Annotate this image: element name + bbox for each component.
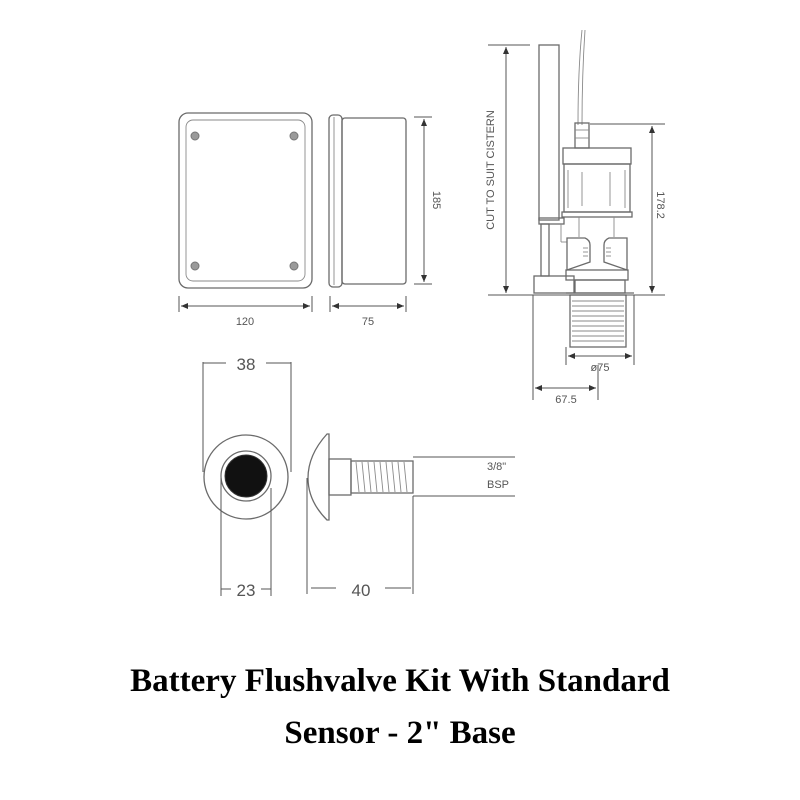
base-diameter-dimension: ø75 bbox=[565, 295, 635, 374]
control-box-depth-label: 75 bbox=[362, 316, 374, 328]
control-box-side-view bbox=[328, 114, 407, 288]
control-box-width-label: 120 bbox=[236, 316, 254, 328]
sensor-inner-diameter-label: 23 bbox=[237, 581, 256, 600]
sensor-outer-diameter-dimension: 38 bbox=[202, 355, 292, 472]
sensor-side-view: 3/8" BSP bbox=[307, 433, 515, 521]
flush-valve-drawing bbox=[488, 29, 665, 348]
flush-valve-height-label: 178.2 bbox=[654, 191, 666, 219]
control-box-front-view bbox=[178, 112, 313, 289]
product-title-line-1: Battery Flushvalve Kit With Standard bbox=[130, 663, 670, 699]
cut-to-suit-dimension: CUT TO SUIT CISTERN bbox=[485, 44, 530, 293]
offset-label: 67.5 bbox=[555, 394, 576, 406]
thread-size-label: 3/8" bbox=[487, 461, 506, 473]
cut-to-suit-label: CUT TO SUIT CISTERN bbox=[485, 110, 497, 230]
sensor-outer-diameter-label: 38 bbox=[237, 355, 256, 374]
control-box-height-label: 185 bbox=[430, 191, 442, 209]
sensor-front-view bbox=[203, 434, 289, 520]
control-box-width-dimension: 120 bbox=[178, 296, 313, 328]
sensor-length-label: 40 bbox=[352, 581, 371, 600]
thread-type-label: BSP bbox=[487, 479, 509, 491]
control-box-height-dimension: 185 bbox=[414, 116, 442, 285]
sensor-inner-diameter-dimension: 23 bbox=[220, 478, 272, 600]
control-box-depth-dimension: 75 bbox=[329, 296, 407, 328]
flush-valve-height-dimension: 178.2 bbox=[590, 123, 666, 293]
sensor-length-dimension: 40 bbox=[306, 478, 414, 600]
offset-dimension: 67.5 bbox=[532, 295, 599, 406]
base-diameter-label: ø75 bbox=[591, 362, 610, 374]
product-title-line-2: Sensor - 2" Base bbox=[284, 715, 516, 751]
